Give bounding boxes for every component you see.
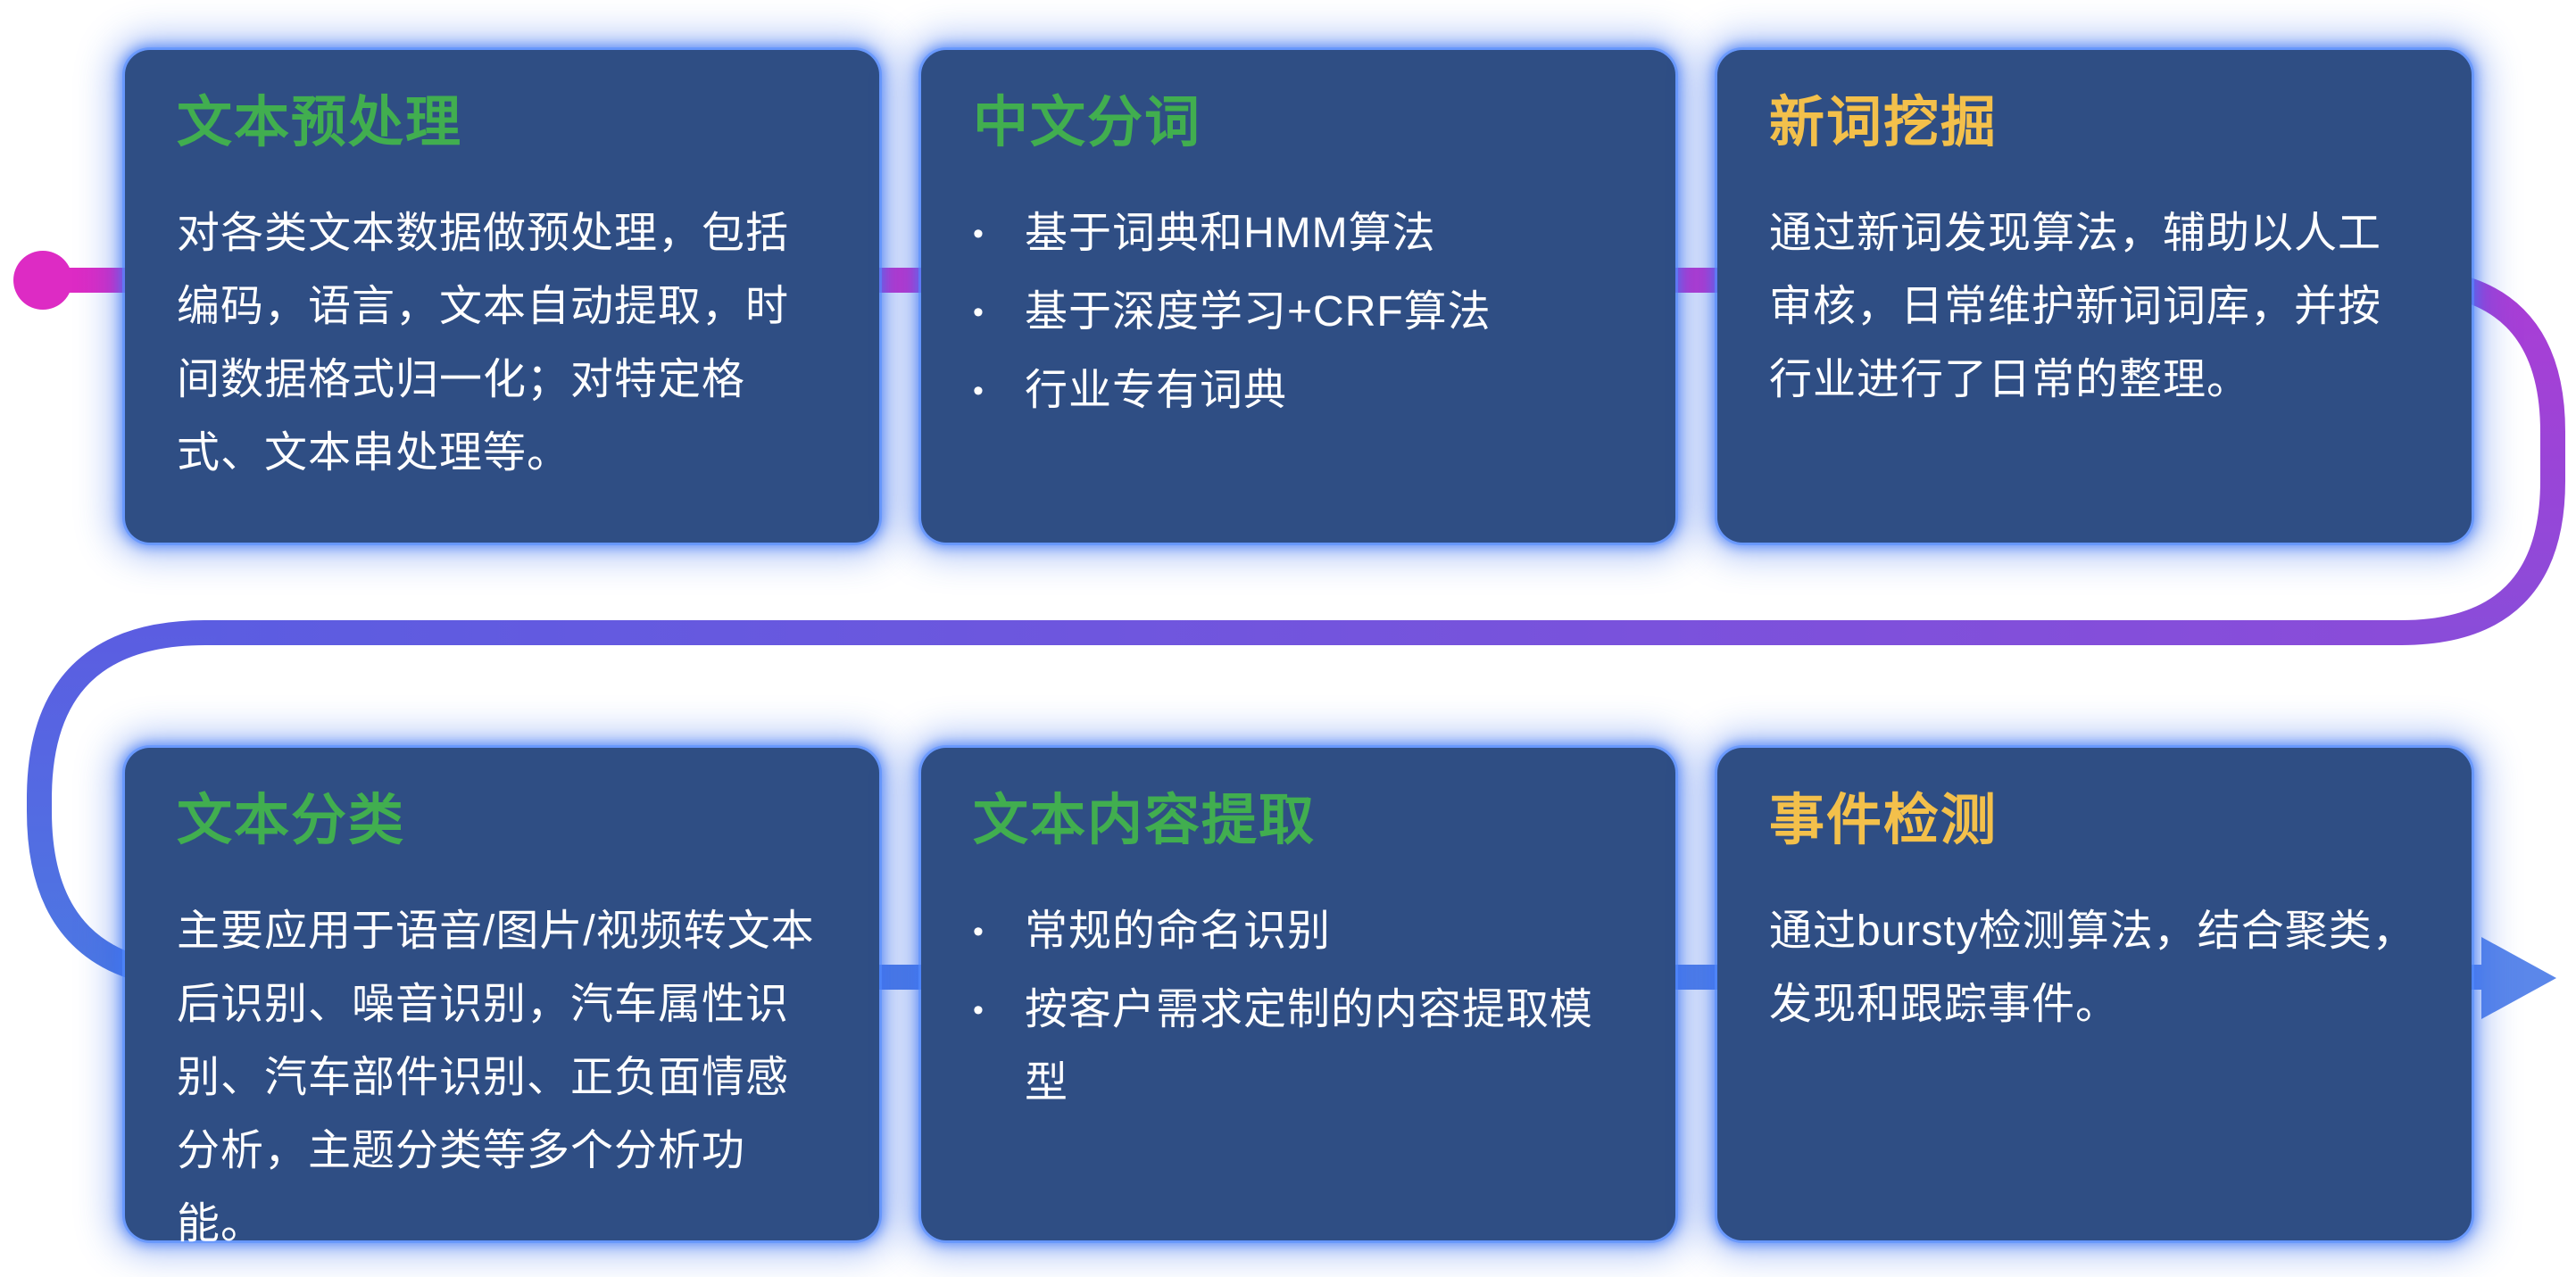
bullet-item: • 行业专有词典 <box>973 354 1624 427</box>
card-body-text: 主要应用于语音/图片/视频转文本后识别、噪音识别，汽车属性识别、汽车部件识别、正… <box>177 908 815 1248</box>
card-title: 文本内容提取 <box>973 790 1317 851</box>
card-body-text: 通过bursty检测算法，结合聚类，发现和跟踪事件。 <box>1769 908 2416 1029</box>
card-new-word-mining: 新词挖掘 通过新词发现算法，辅助以人工审核，日常维护新词词库，并按行业进行了日常… <box>1717 50 2472 543</box>
bullet-text: 基于深度学习+CRF算法 <box>1025 288 1492 336</box>
bullet-text: 基于词典和HMM算法 <box>1025 210 1436 258</box>
bullet-text: 常规的命名识别 <box>1025 908 1332 956</box>
bullet-item: • 常规的命名识别 <box>973 895 1624 968</box>
bullet-dot: • <box>973 374 984 409</box>
bullet-item: • 基于词典和HMM算法 <box>973 197 1624 270</box>
bullet-dot: • <box>973 915 984 949</box>
bullet-text: 行业专有词典 <box>1025 367 1288 415</box>
bullet-item: • 基于深度学习+CRF算法 <box>973 276 1624 349</box>
flow-curve-right <box>2389 268 2565 645</box>
card-text-content-extraction: 文本内容提取 • 常规的命名识别 • 按客户需求定制的内容提取模型 <box>921 748 1675 1240</box>
card-event-detection: 事件检测 通过bursty检测算法，结合聚类，发现和跟踪事件。 <box>1717 748 2472 1240</box>
bullet-item: • 按客户需求定制的内容提取模型 <box>973 974 1624 1120</box>
bullet-dot: • <box>973 993 984 1028</box>
bullet-dot: • <box>973 295 984 330</box>
flow-curve-left <box>27 620 218 990</box>
flow-end-arrow-icon <box>2481 937 2556 1019</box>
card-title: 文本预处理 <box>177 92 463 153</box>
card-title: 新词挖掘 <box>1769 92 1998 153</box>
bullet-dot: • <box>973 217 984 252</box>
card-body-text: 对各类文本数据做预处理，包括编码，语言，文本自动提取，时间数据格式归一化；对特定… <box>177 210 790 477</box>
bullet-list: • 基于词典和HMM算法 • 基于深度学习+CRF算法 • 行业专有词典 <box>973 197 1624 427</box>
card-title: 事件检测 <box>1769 790 1998 851</box>
bullet-list: • 常规的命名识别 • 按客户需求定制的内容提取模型 <box>973 895 1624 1120</box>
card-title: 文本分类 <box>177 790 406 851</box>
bullet-text: 按客户需求定制的内容提取模型 <box>1025 986 1594 1107</box>
card-chinese-word-segmentation: 中文分词 • 基于词典和HMM算法 • 基于深度学习+CRF算法 • 行业专有词… <box>921 50 1675 543</box>
card-title: 中文分词 <box>973 92 1202 153</box>
card-text-preprocessing: 文本预处理 对各类文本数据做预处理，包括编码，语言，文本自动提取，时间数据格式归… <box>125 50 879 543</box>
card-text-classification: 文本分类 主要应用于语音/图片/视频转文本后识别、噪音识别，汽车属性识别、汽车部… <box>125 748 879 1248</box>
card-body-text: 通过新词发现算法，辅助以人工审核，日常维护新词词库，并按行业进行了日常的整理。 <box>1769 210 2382 404</box>
